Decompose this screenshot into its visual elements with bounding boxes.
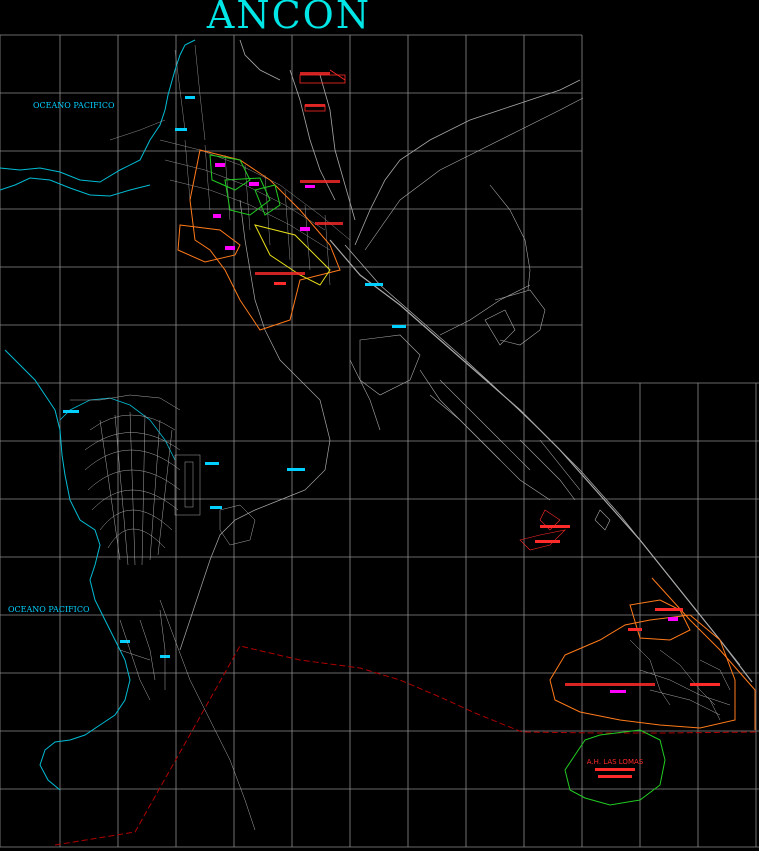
zone-label-las-lomas: A.H. LAS LOMAS [587, 758, 644, 766]
coastline-north-2 [0, 177, 151, 197]
road-central [179, 199, 331, 651]
zone-marks-southeast [535, 525, 720, 778]
map-grid [0, 34, 759, 848]
map-title: ANCON [206, 0, 371, 37]
coastline-south-inner [59, 397, 176, 461]
zone-marks-north [213, 72, 343, 285]
road-east-branch [489, 184, 531, 291]
zones-southeast [549, 599, 736, 806]
highway-parallel [344, 244, 741, 666]
zones-north [177, 149, 341, 331]
ocean-label-north: OCEANO PACIFICO [33, 101, 115, 110]
industrial-area [349, 284, 611, 551]
road-northeast [354, 79, 581, 246]
southeast-streets [629, 639, 731, 721]
coastline-south [4, 349, 131, 791]
road-coast-south [159, 599, 256, 831]
ocean-label-south: OCEANO PACIFICO [8, 605, 90, 614]
road-northeast-2 [364, 97, 584, 251]
south-residential-streets [70, 394, 256, 701]
highway-east-edge [651, 577, 756, 730]
coastline-north [0, 39, 196, 183]
ancon-town-streets [109, 44, 351, 286]
district-boundary [54, 645, 759, 846]
